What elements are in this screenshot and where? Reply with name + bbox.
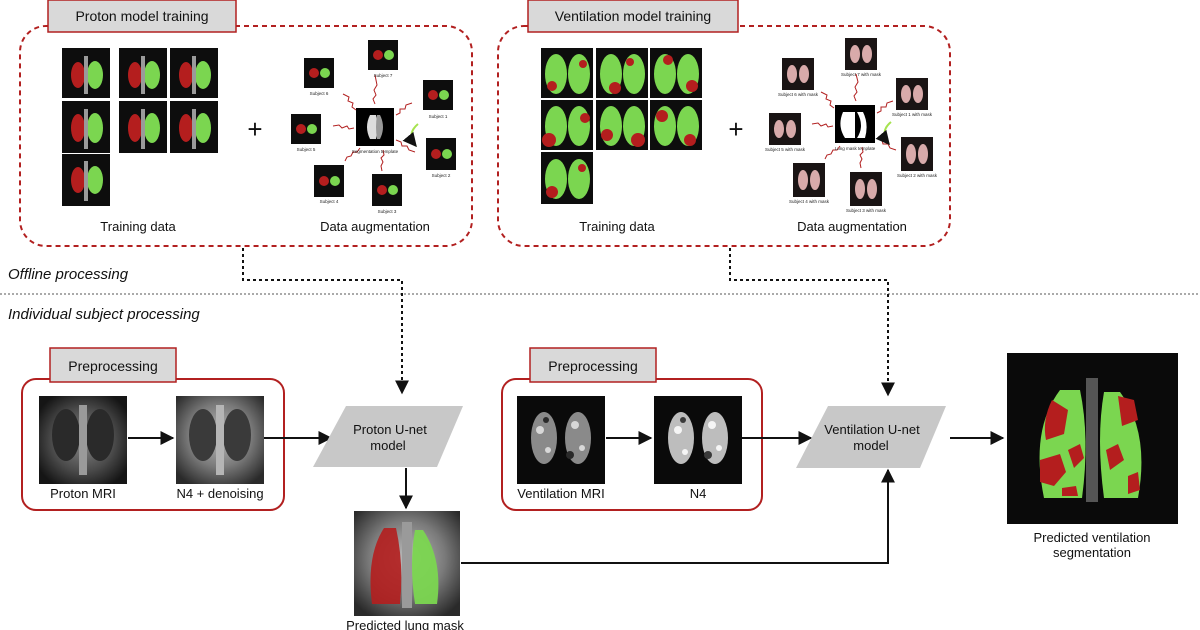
- mask-to-ventilation-model-connector: [461, 468, 895, 564]
- proton-training-images: [62, 48, 218, 206]
- proton-augmentation-label: Data augmentation: [320, 219, 430, 234]
- proton-model-feed-connector: [242, 248, 409, 395]
- proton-mri-image: [39, 396, 127, 484]
- proton-unet-model-line1: Proton U-net: [353, 422, 427, 437]
- proton-preprocessing-title: Preprocessing: [68, 358, 158, 374]
- ventilation-subject-1: Subject 1 with mask: [892, 112, 933, 117]
- proton-unet-model-line2: model: [370, 438, 406, 453]
- predicted-ventilation-segmentation-image: [1007, 353, 1178, 524]
- ventilation-training-images: [541, 48, 702, 204]
- proton-augmentation: Segmentation template Subject 1 Subject …: [291, 40, 456, 214]
- ventilation-subject-2: Subject 2 with mask: [897, 173, 938, 178]
- proton-plus-sign: +: [247, 114, 262, 144]
- proton-subject-1: Subject 1: [429, 114, 448, 119]
- individual-processing-label: Individual subject processing: [8, 306, 200, 323]
- ventilation-n4-image: [654, 396, 742, 484]
- proton-template-label: Segmentation template: [352, 149, 399, 154]
- ventilation-unet-model-line1: Ventilation U-net: [824, 422, 920, 437]
- proton-subject-7: Subject 7: [374, 73, 393, 78]
- ventilation-training-data-label: Training data: [579, 219, 655, 234]
- proton-subject-5: Subject 5: [297, 147, 316, 152]
- ventilation-subject-7: Subject 7 with mask: [841, 72, 882, 77]
- proton-training-data-label: Training data: [100, 219, 176, 234]
- predicted-lung-mask-image: [354, 511, 460, 616]
- proton-n4-denoising-label: N4 + denoising: [176, 486, 263, 501]
- ventilation-n4-label: N4: [690, 486, 707, 501]
- ventilation-training-title: Ventilation model training: [555, 8, 711, 24]
- proton-subject-6: Subject 6: [310, 91, 329, 96]
- ventilation-unet-model-shape: [796, 406, 946, 468]
- ventilation-subject-4: Subject 4 with mask: [789, 199, 830, 204]
- ventilation-augmentation-label: Data augmentation: [797, 219, 907, 234]
- ventilation-subject-6: Subject 6 with mask: [778, 92, 819, 97]
- proton-mri-label: Proton MRI: [50, 486, 116, 501]
- ventilation-mri-label: Ventilation MRI: [517, 486, 604, 501]
- predicted-lung-mask-label: Predicted lung mask: [346, 618, 464, 630]
- ventilation-mri-image: [517, 396, 605, 484]
- ventilation-unet-model-line2: model: [853, 438, 889, 453]
- ventilation-subject-3: Subject 3 with mask: [846, 208, 887, 213]
- ventilation-preprocessing-tab: [529, 347, 657, 383]
- ventilation-subject-5: Subject 5 with mask: [765, 147, 806, 152]
- ventilation-model-feed-connector: [729, 248, 895, 397]
- proton-n4-denoised-image: [176, 396, 264, 484]
- predicted-ventilation-label-line2: segmentation: [1053, 545, 1131, 560]
- proton-training-box: [19, 25, 473, 247]
- proton-subject-3: Subject 3: [378, 209, 397, 214]
- proton-unet-model-shape: [313, 406, 463, 467]
- predicted-ventilation-label-line1: Predicted ventilation: [1033, 530, 1150, 545]
- proton-training-tab: [47, 0, 237, 33]
- ventilation-plus-sign: +: [728, 114, 743, 144]
- ventilation-augmentation: Lung mask template Subject 1 with mask S…: [765, 38, 938, 213]
- proton-subject-4: Subject 4: [320, 199, 339, 204]
- ventilation-preprocessing-title: Preprocessing: [548, 358, 638, 374]
- proton-subject-2: Subject 2: [432, 173, 451, 178]
- offline-processing-label: Offline processing: [8, 266, 129, 283]
- ventilation-template-label: Lung mask template: [835, 146, 876, 151]
- proton-preprocessing-tab: [49, 347, 177, 383]
- ventilation-training-tab: [527, 0, 739, 33]
- proton-training-title: Proton model training: [75, 8, 208, 24]
